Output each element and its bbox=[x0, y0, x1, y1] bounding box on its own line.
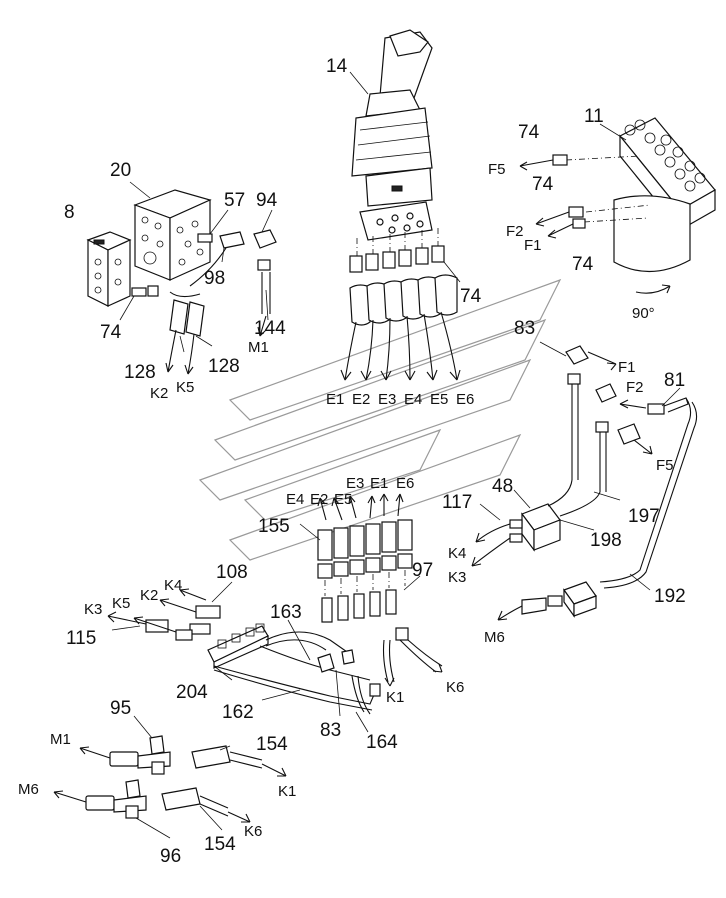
label-128-a: 128 bbox=[124, 362, 156, 383]
port-K5-a: K5 bbox=[176, 379, 194, 396]
rotation-label: 90° bbox=[632, 305, 655, 322]
port-E6-a: E6 bbox=[456, 391, 474, 408]
label-192: 192 bbox=[654, 586, 686, 607]
port-E3-a: E3 bbox=[378, 391, 396, 408]
label-57: 57 bbox=[224, 190, 245, 211]
label-74-d: 74 bbox=[460, 286, 482, 307]
label-83-b: 83 bbox=[320, 720, 341, 741]
label-74-e: 74 bbox=[100, 322, 122, 343]
label-162: 162 bbox=[222, 702, 254, 723]
label-8: 8 bbox=[64, 202, 75, 223]
fittings-57-98-94 bbox=[169, 229, 277, 337]
part-number-labels: 14 11 20 8 57 94 98 74 74 74 74 74 144 1… bbox=[64, 56, 686, 867]
port-M6-b: M6 bbox=[18, 781, 39, 798]
label-144: 144 bbox=[254, 318, 286, 339]
port-M1-a: M1 bbox=[248, 339, 269, 356]
port-K3-b: K3 bbox=[84, 601, 102, 618]
port-F2-b: F2 bbox=[626, 379, 644, 396]
hoses-128 bbox=[131, 285, 205, 375]
label-83-a: 83 bbox=[514, 318, 535, 339]
port-F5-b: F5 bbox=[656, 457, 674, 474]
port-K1-b: K1 bbox=[278, 783, 296, 800]
port-E1-b: E1 bbox=[370, 475, 388, 492]
leader-lines bbox=[111, 71, 681, 839]
label-204: 204 bbox=[176, 682, 208, 703]
label-98: 98 bbox=[204, 268, 225, 289]
tee-95 bbox=[79, 735, 287, 777]
port-E4-b: E4 bbox=[286, 491, 304, 508]
fittings-74-row bbox=[349, 245, 445, 273]
label-74-c: 74 bbox=[572, 254, 594, 275]
port-F1-a: F1 bbox=[524, 237, 542, 254]
label-14: 14 bbox=[326, 56, 348, 77]
port-E5-b: E5 bbox=[334, 491, 352, 508]
label-163: 163 bbox=[270, 602, 302, 623]
manifold-155 bbox=[317, 493, 443, 687]
port-K5-b: K5 bbox=[112, 595, 130, 612]
port-K3-a: K3 bbox=[448, 569, 466, 586]
port-F2-a: F2 bbox=[506, 223, 524, 240]
label-164: 164 bbox=[366, 732, 398, 753]
label-81: 81 bbox=[664, 370, 685, 391]
valve-8 bbox=[86, 231, 132, 307]
port-K6-a: K6 bbox=[446, 679, 464, 696]
port-E4-a: E4 bbox=[404, 391, 422, 408]
label-115: 115 bbox=[66, 628, 96, 649]
watermark-logo bbox=[198, 278, 562, 561]
port-F5-a: F5 bbox=[488, 161, 506, 178]
label-94: 94 bbox=[256, 190, 278, 211]
port-E2-b: E2 bbox=[310, 491, 328, 508]
label-48: 48 bbox=[492, 476, 513, 497]
label-96: 96 bbox=[160, 846, 181, 867]
label-155: 155 bbox=[258, 516, 290, 537]
port-K2-a: K2 bbox=[150, 385, 168, 402]
joystick-14 bbox=[351, 29, 439, 258]
label-11: 11 bbox=[584, 106, 604, 127]
port-M1-b: M1 bbox=[50, 731, 71, 748]
port-K2-b: K2 bbox=[140, 587, 158, 604]
valve-block-11 bbox=[519, 117, 716, 294]
label-95: 95 bbox=[110, 698, 131, 719]
label-117: 117 bbox=[442, 492, 472, 513]
port-K4-b: K4 bbox=[164, 577, 182, 594]
label-74-b: 74 bbox=[532, 174, 554, 195]
port-E1-a: E1 bbox=[326, 391, 344, 408]
tee-96 bbox=[53, 779, 251, 823]
port-K4-a: K4 bbox=[448, 545, 466, 562]
valve-192-block bbox=[497, 581, 597, 621]
port-E3-b: E3 bbox=[346, 475, 364, 492]
manifold-204 bbox=[107, 588, 381, 715]
port-labels: F5 F2 F1 F1 F2 F5 M1 M1 M6 M6 K2 K5 K4 K… bbox=[18, 161, 674, 840]
port-K6-b: K6 bbox=[244, 823, 262, 840]
label-198: 198 bbox=[590, 530, 622, 551]
label-154-b: 154 bbox=[204, 834, 236, 855]
label-108: 108 bbox=[216, 562, 248, 583]
valve-48 bbox=[471, 479, 601, 567]
label-97: 97 bbox=[412, 560, 433, 581]
port-K1-a: K1 bbox=[386, 689, 404, 706]
fittings-83-81 bbox=[565, 345, 698, 589]
port-E6-b: E6 bbox=[396, 475, 414, 492]
label-154-a: 154 bbox=[256, 734, 288, 755]
hoses-E1-E6 bbox=[340, 274, 461, 381]
label-20: 20 bbox=[110, 160, 131, 181]
port-E5-a: E5 bbox=[430, 391, 448, 408]
port-M6-a: M6 bbox=[484, 629, 505, 646]
label-128-b: 128 bbox=[208, 356, 240, 377]
valve-20 bbox=[133, 189, 212, 281]
port-F1-b: F1 bbox=[618, 359, 636, 376]
label-197: 197 bbox=[628, 506, 660, 527]
port-E2-a: E2 bbox=[352, 391, 370, 408]
label-74-a: 74 bbox=[518, 122, 540, 143]
